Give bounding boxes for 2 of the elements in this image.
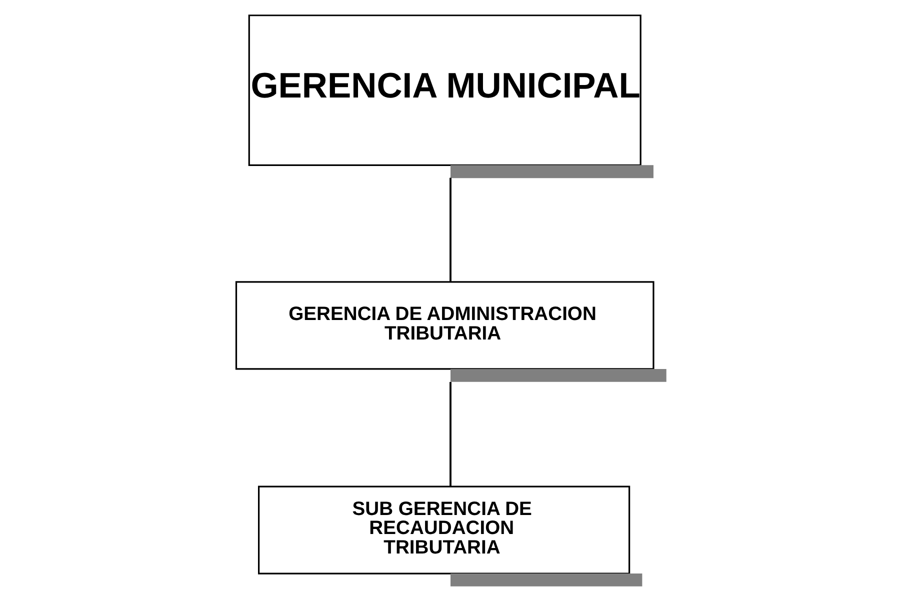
connector — [450, 178, 452, 282]
connector — [450, 382, 452, 486]
